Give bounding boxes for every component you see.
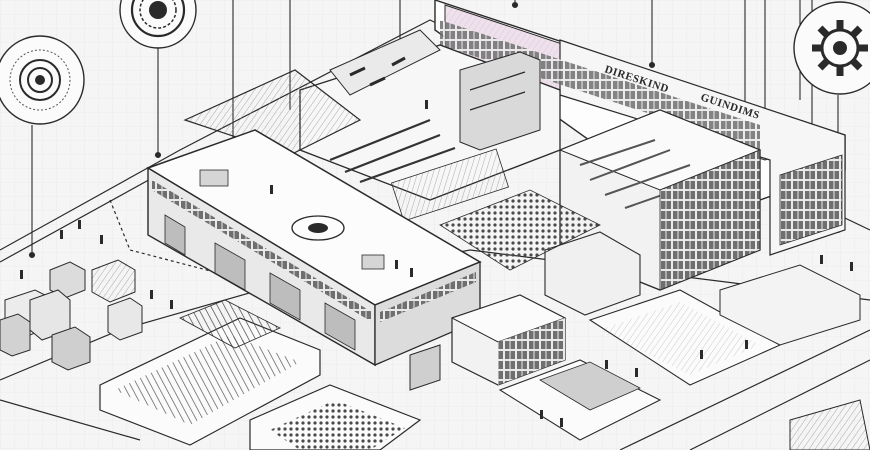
workers <box>20 100 853 427</box>
target-icon <box>119 0 197 49</box>
gear-icon <box>793 1 870 95</box>
work-zones <box>498 264 870 450</box>
field-plots <box>99 299 422 450</box>
front-building <box>146 129 482 367</box>
crop-rows <box>439 189 601 271</box>
annex <box>409 231 641 391</box>
rear-yard <box>183 29 441 156</box>
sheds <box>0 259 143 371</box>
coil-icon <box>0 35 85 125</box>
